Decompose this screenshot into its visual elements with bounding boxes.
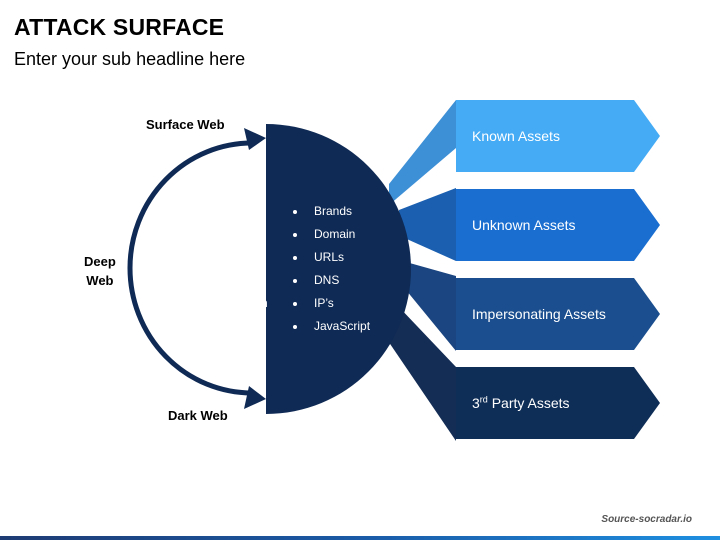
deep-web-label: Deep Web: [84, 252, 116, 290]
asset-label-unknown: Unknown Assets: [472, 217, 576, 233]
asset-box-third-party: [456, 367, 660, 439]
page-subtitle: Enter your sub headline here: [14, 49, 246, 69]
asset-box-known: [456, 100, 660, 172]
arc-arrowhead-top: [244, 128, 266, 150]
asset-label-third-party: 3rd Party Assets: [472, 393, 570, 413]
asset-label-third-party-rest: Party Assets: [487, 395, 570, 411]
circle-list-right: Brands Domain URLs DNS IP’s JavaScript: [292, 203, 370, 341]
list-item: Servers: [183, 203, 268, 226]
list-item: Open Port: [183, 272, 268, 295]
connector-unknown-assets: [399, 188, 456, 261]
surface-web-label: Surface Web: [146, 117, 225, 132]
dark-web-label: Dark Web: [168, 408, 228, 423]
attack-surface-circle: [266, 124, 411, 414]
asset-label-third-party-sup: rd: [479, 394, 488, 405]
source-credit: Source-socradar.io: [601, 514, 692, 525]
deep-web-label-line1: Deep: [84, 254, 116, 269]
list-item: Hosts: [183, 318, 268, 341]
list-item: Brands: [292, 203, 370, 226]
web-layers-arc: [127, 140, 253, 396]
page-title: ATTACK SURFACE: [14, 14, 225, 40]
list-item: Fra Domain: [183, 295, 268, 318]
asset-box-unknown: [456, 189, 660, 261]
deep-web-label-line2: Web: [86, 273, 114, 288]
list-item: Domain: [292, 226, 370, 249]
arc-arrowhead-bottom: [244, 386, 266, 409]
list-item: DNS: [292, 272, 370, 295]
list-item: URLs: [292, 249, 370, 272]
asset-label-third-party-num: 3: [472, 395, 480, 411]
asset-box-impersonating: [456, 278, 660, 350]
connector-known-assets: [389, 100, 456, 205]
list-item: JavaScript: [292, 318, 370, 341]
asset-label-impersonating: Impersonating Assets: [472, 306, 606, 322]
circle-list-left: Servers Website Leak Data Open Port Fra …: [183, 203, 268, 341]
list-item: Website: [183, 226, 268, 249]
list-item: Leak Data: [183, 249, 268, 272]
connector-impersonating-assets: [406, 262, 456, 351]
bottom-accent-bar: [0, 536, 720, 540]
connector-third-party-assets: [384, 305, 456, 441]
list-item: IP’s: [292, 295, 370, 318]
asset-label-known: Known Assets: [472, 128, 560, 144]
